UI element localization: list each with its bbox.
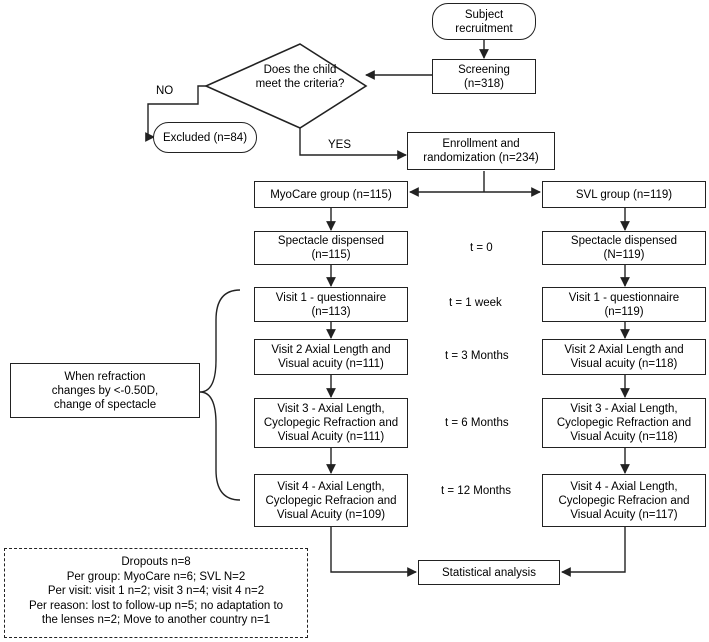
enrollment-box: Enrollment and randomization (n=234)	[407, 132, 555, 170]
dropouts-line: the lenses n=2; Move to another country …	[41, 614, 271, 626]
svl-step: Visit 3 - Axial Length, Cyclopegic Refra…	[542, 398, 706, 448]
timepoint-label: t = 12 Months	[441, 485, 511, 497]
dropouts-line: Per reason: lost to follow-up n=5; no ad…	[28, 599, 284, 612]
yes-label: YES	[328, 139, 352, 151]
dropouts-note: Dropouts n=8 Per group: MyoCare n=6; SVL…	[4, 548, 308, 638]
svl-step: Visit 1 - questionnaire (n=119)	[542, 287, 706, 322]
myocare-group-box: MyoCare group (n=115)	[254, 181, 408, 208]
no-label: NO	[156, 85, 174, 97]
arrow-left-analysis	[330, 527, 417, 577]
arrow-yes-enrollment	[299, 128, 407, 160]
myocare-step: Visit 1 - questionnaire (n=113)	[254, 287, 408, 322]
decision-text: Does the child meet the criteria?	[255, 64, 345, 90]
arrow-right-analysis	[561, 527, 626, 577]
svl-step: Visit 2 Axial Length and Visual acuity (…	[542, 339, 706, 375]
statistical-analysis-box: Statistical analysis	[418, 560, 560, 585]
timepoint-label: t = 0	[470, 242, 493, 254]
myocare-step: Visit 3 - Axial Length, Cyclopegic Refra…	[254, 398, 408, 448]
timepoint-label: t = 3 Months	[445, 350, 509, 362]
start-node: Subject recruitment	[432, 3, 536, 40]
timepoint-label: t = 1 week	[449, 297, 502, 309]
svl-step: Spectacle dispensed (N=119)	[542, 231, 706, 265]
screening-box: Screening (n=318)	[432, 59, 536, 94]
myocare-step: Visit 4 - Axial Length, Cyclopegic Refra…	[254, 474, 408, 527]
myocare-step: Visit 2 Axial Length and Visual acuity (…	[254, 339, 408, 375]
refraction-note-box: When refraction changes by <-0.50D, chan…	[10, 363, 200, 418]
visits-brace	[199, 289, 241, 501]
myocare-step: Spectacle dispensed (n=115)	[254, 231, 408, 265]
dropouts-line: Per visit: visit 1 n=2; visit 3 n=4; vis…	[47, 585, 265, 597]
arrow-no-excluded	[145, 85, 206, 142]
svl-group-box: SVL group (n=119)	[542, 181, 706, 208]
excluded-box: Excluded (n=84)	[153, 122, 257, 153]
dropouts-line: Per group: MyoCare n=6; SVL N=2	[66, 570, 246, 583]
timepoint-label: t = 6 Months	[445, 417, 509, 429]
dropouts-line: Dropouts n=8	[121, 556, 191, 568]
svl-step: Visit 4 - Axial Length, Cyclopegic Refra…	[542, 474, 706, 527]
